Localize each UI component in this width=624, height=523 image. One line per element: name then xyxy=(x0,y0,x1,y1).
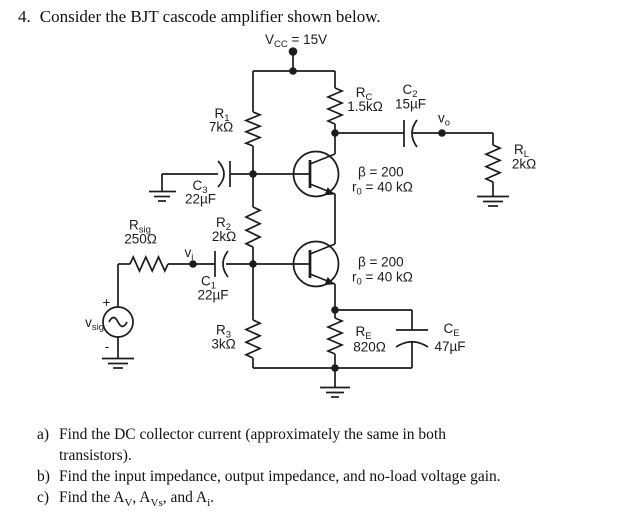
input-network: vi Rsig 250Ω C1 22µF + - vsig xyxy=(85,218,310,369)
sine-wave-icon xyxy=(108,316,128,328)
vi-label: vi xyxy=(185,245,194,263)
resistor-r3 xyxy=(243,319,263,359)
vo-node-dot xyxy=(438,129,446,137)
c2-label: C2 xyxy=(402,82,417,100)
question-b-label: b) xyxy=(37,468,50,485)
ce-value: 47µF xyxy=(434,339,465,354)
output-branch: vo C2 15µF RL 2kΩ xyxy=(335,82,536,207)
r2-label: R2 xyxy=(216,215,231,233)
c3-value: 22µF xyxy=(185,192,216,207)
ground-symbol xyxy=(102,357,134,369)
vcc-supply: VCC = 15V xyxy=(253,32,335,75)
top-rail-junction-dot xyxy=(289,67,297,75)
vsig-minus-sign: - xyxy=(105,339,110,354)
rc-value: 1.5kΩ xyxy=(347,99,383,114)
question-c-label: c) xyxy=(37,489,50,506)
rc-branch: RC 1.5kΩ xyxy=(325,71,383,137)
rl-value: 2kΩ xyxy=(512,157,536,172)
resistor-rc xyxy=(325,87,345,125)
q-top-beta-label: β = 200 xyxy=(358,165,404,180)
vsig-label: vsig xyxy=(85,315,104,333)
rsig-value: 250Ω xyxy=(124,232,157,247)
transistor-circle xyxy=(292,150,340,198)
ground-symbol xyxy=(320,386,350,398)
problem-title-text: Consider the BJT cascode amplifier shown… xyxy=(39,7,381,26)
capacitor-c2-curved-plate xyxy=(411,119,418,148)
q-top-ro-label: r0 = 40 kΩ xyxy=(352,180,413,198)
capacitor-c3-curved-plate xyxy=(217,160,225,188)
resistor-r2 xyxy=(244,206,262,248)
question-a-label: a) xyxy=(37,426,50,443)
r3-value: 3kΩ xyxy=(211,337,235,352)
resistor-rl xyxy=(483,144,503,183)
emitter-arrow xyxy=(324,187,335,196)
resistor-re xyxy=(325,317,345,355)
vo-label: vo xyxy=(438,111,450,129)
rl-label: RL xyxy=(514,142,529,160)
emitter-arrow xyxy=(324,277,335,285)
q-bottom-beta-label: β = 200 xyxy=(358,255,404,270)
c1-label: C1 xyxy=(201,274,216,292)
transistor-q-top: β = 200 r0 = 40 kΩ xyxy=(292,133,413,198)
resistor-rsig xyxy=(129,254,169,274)
ground-symbol xyxy=(477,195,509,207)
capacitor-ce-curved-plate xyxy=(395,340,429,348)
c2-value: 15µF xyxy=(395,97,426,112)
ce-label: CE xyxy=(443,321,459,339)
question-a-line2: transistors). xyxy=(59,447,132,464)
problem-title: 4. Consider the BJT cascode amplifier sh… xyxy=(18,7,381,27)
re-value: 820Ω xyxy=(353,340,386,355)
rc-label: RC xyxy=(356,85,373,103)
capacitor-c1-curved-plate xyxy=(222,250,229,278)
vi-node-dot xyxy=(189,260,197,268)
r3-label: R3 xyxy=(216,323,231,341)
c3-bypass-branch: C3 22µF xyxy=(149,160,310,207)
problem-number: 4. xyxy=(18,7,31,26)
vcc-label: VCC = 15V xyxy=(265,32,327,50)
transistor-q-bottom: β = 200 r0 = 40 kΩ xyxy=(292,240,413,288)
question-b: b) Find the input impedance, output impe… xyxy=(37,466,612,487)
r2-value: 2kΩ xyxy=(212,229,236,244)
ground-symbol xyxy=(149,190,176,202)
emitter-network: RE 820Ω CE 47µF xyxy=(253,284,466,398)
bias-chain: R1 7kΩ R2 2kΩ R3 3kΩ xyxy=(209,71,263,368)
vsig-plus-sign: + xyxy=(103,295,111,310)
c3-label: C3 xyxy=(192,178,207,196)
rsig-label: Rsig xyxy=(129,218,151,236)
question-b-text: Find the input impedance, output impedan… xyxy=(59,468,501,485)
collector-diagonal xyxy=(309,153,336,165)
question-c: c) Find the AV, AVs, and Ai. xyxy=(37,487,612,514)
question-c-text: Find the AV, AVs, and Ai. xyxy=(59,489,215,510)
question-a: a) Find the DC collector current (approx… xyxy=(37,424,612,466)
resistor-r1 xyxy=(243,111,263,147)
question-a-line1: Find the DC collector current (approxima… xyxy=(59,426,446,443)
collector-diagonal xyxy=(309,243,336,255)
re-label: RE xyxy=(355,324,371,342)
q-bottom-ro-label: r0 = 40 kΩ xyxy=(352,270,413,288)
r1-value: 7kΩ xyxy=(209,120,233,135)
question-a-text: Find the DC collector current (approxima… xyxy=(59,424,446,466)
c1-value: 22µF xyxy=(197,288,228,303)
r1-label: R1 xyxy=(214,106,229,124)
question-list: a) Find the DC collector current (approx… xyxy=(37,424,612,514)
